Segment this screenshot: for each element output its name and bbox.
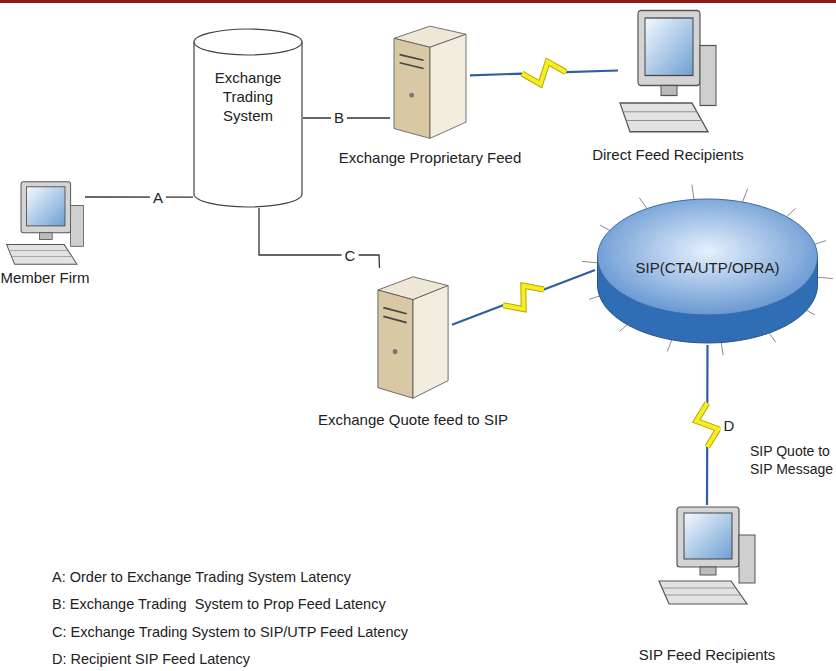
direct-recipient-computer: Direct Feed Recipients — [618, 8, 718, 133]
edge-letter: D — [721, 417, 738, 434]
lightning-link — [452, 270, 595, 325]
proprietary-feed-server-icon — [390, 18, 470, 140]
legend-line: D: Recipient SIP Feed Latency — [52, 650, 250, 668]
sip-disk: SIP(CTA/UTP/OPRA) — [595, 195, 820, 345]
node-label: Exchange Proprietary Feed — [339, 148, 522, 167]
edge-letter: C — [342, 247, 359, 264]
node-label: Direct Feed Recipients — [592, 145, 744, 164]
legend-line: B: Exchange Trading System to Prop Feed … — [52, 595, 386, 613]
node-label: Member Firm — [0, 268, 89, 287]
lightning-link — [470, 62, 618, 84]
legend-line: A: Order to Exchange Trading System Late… — [52, 568, 351, 586]
connector-line — [259, 208, 380, 268]
node-label: Exchange Quote feed to SIP — [318, 410, 508, 429]
edge-letter: B — [331, 109, 347, 126]
node-label: SIP(CTA/UTP/OPRA) — [636, 258, 780, 277]
trading-system-cylinder: Exchange Trading System — [193, 28, 303, 208]
sip-recipient-computer-icon — [657, 505, 757, 605]
quote-feed-server: Exchange Quote feed to SIP — [374, 268, 452, 400]
lightning-link — [696, 345, 718, 505]
feed-note: SIP Quote to SIP Message — [750, 442, 834, 478]
sip-recipient-computer: SIP Feed Recipients — [657, 505, 757, 605]
node-label: Exchange Trading System — [206, 68, 290, 125]
member-firm-computer: Member Firm — [5, 180, 85, 265]
direct-recipient-computer-icon — [618, 8, 718, 133]
top-rule — [0, 0, 836, 3]
quote-feed-server-icon — [374, 268, 452, 400]
member-firm-computer-icon — [5, 180, 85, 265]
edge-letter: A — [150, 189, 166, 206]
connector-line — [85, 197, 193, 198]
node-label: SIP Feed Recipients — [639, 645, 775, 664]
legend-line: C: Exchange Trading System to SIP/UTP Fe… — [52, 623, 408, 641]
proprietary-feed-server: Exchange Proprietary Feed — [390, 18, 470, 140]
